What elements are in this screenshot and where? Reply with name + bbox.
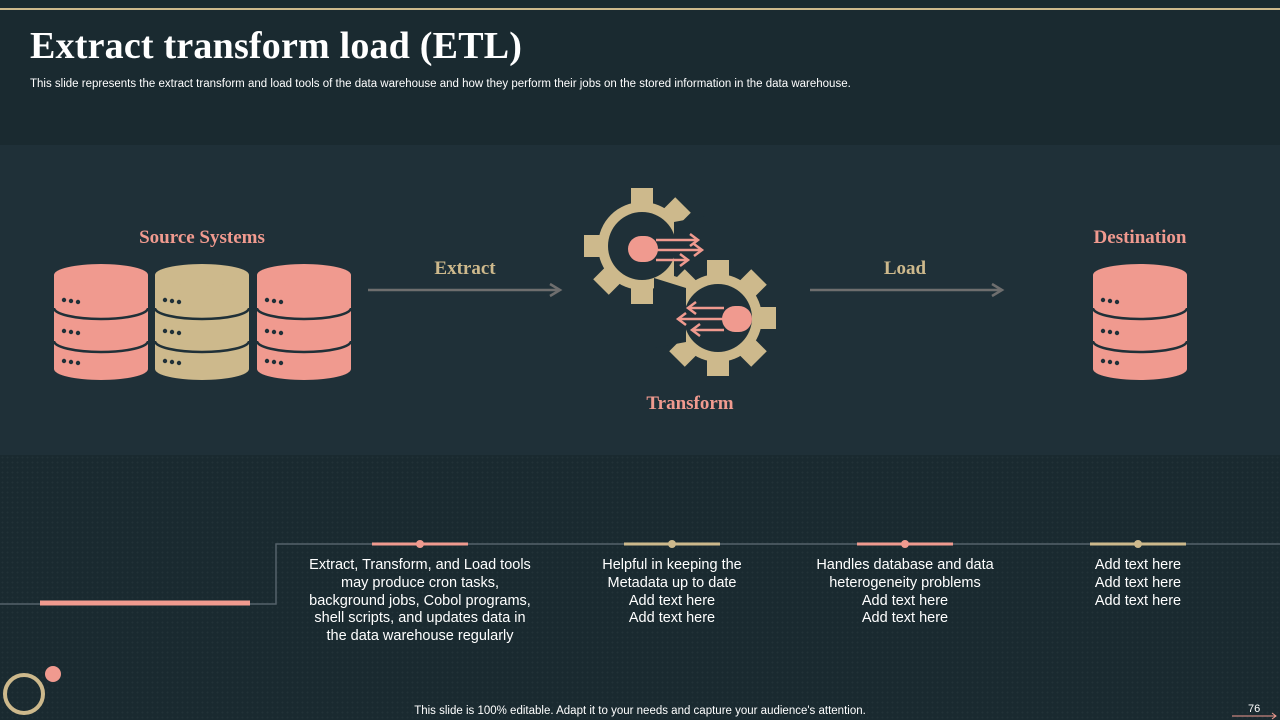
slide-subtitle: This slide represents the extract transf…: [30, 78, 851, 90]
database-icon: [255, 262, 353, 382]
description-heterogeneity: Handles database and data heterogeneity …: [816, 557, 994, 627]
extract-label: Extract: [434, 258, 496, 279]
description-placeholder: Add text here Add text here Add text her…: [1094, 557, 1182, 609]
database-icon: [153, 262, 251, 382]
footer-note: This slide is 100% editable. Adapt it to…: [414, 705, 866, 717]
description-extract-tools: Extract, Transform, and Load tools may p…: [309, 557, 531, 645]
page-number: 76: [1248, 703, 1261, 715]
load-label: Load: [883, 258, 927, 279]
destination-database-icon: [1091, 262, 1189, 382]
source-databases-icon: [52, 262, 353, 382]
database-icon: [52, 262, 150, 382]
decorative-circles-icon: [3, 666, 61, 715]
source-systems-label: Source Systems: [139, 227, 265, 248]
description-metadata: Helpful in keeping the Metadata up to da…: [602, 557, 742, 627]
destination-label: Destination: [1093, 227, 1187, 248]
transform-label: Transform: [646, 393, 734, 414]
page-number-underline: [1232, 712, 1277, 720]
load-arrow-icon: [810, 282, 1005, 298]
bottom-texture: [0, 455, 1280, 720]
transform-gears-icon: [584, 188, 776, 376]
timeline: [0, 540, 1280, 606]
slide-title: Extract transform load (ETL): [30, 25, 523, 67]
extract-arrow-icon: [368, 282, 563, 298]
top-rule: [0, 8, 1280, 10]
